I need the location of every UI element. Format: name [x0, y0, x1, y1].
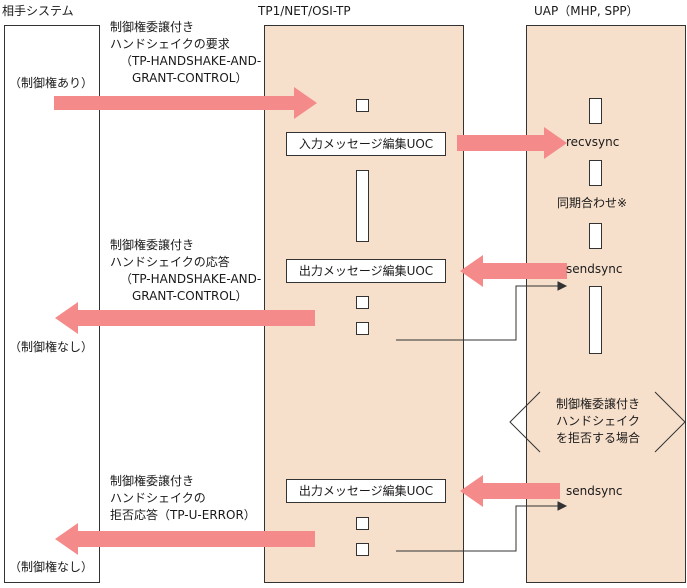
tp1-step-square-2: [356, 296, 369, 309]
partner-state-without-control-2: （制御権なし）: [9, 560, 94, 574]
sync-note-label: 同期合わせ※: [557, 196, 628, 210]
tp1-step-square-3: [356, 322, 369, 335]
tp1-wait-bar: [356, 170, 369, 242]
recvsync-label: recvsync: [566, 135, 620, 149]
tp1-step-square-4: [356, 517, 369, 530]
reject-case-line-1: 制御権委譲付き: [555, 397, 640, 411]
uap-activity-bar-1: [589, 98, 602, 124]
partner-state-without-control-1: （制御権なし）: [9, 340, 94, 354]
output-message-uoc-1: 出力メッセージ編集UOC: [286, 259, 446, 283]
sendsync-label-1: sendsync: [566, 262, 623, 276]
request-line-4: GRANT-CONTROL）: [132, 71, 248, 85]
recvsync-arrow: [457, 127, 567, 159]
reject-bracket-right: [654, 391, 686, 453]
tp1-step-square-5: [356, 543, 369, 556]
reject-bracket-left: [509, 391, 541, 453]
response-line-3: （TP-HANDSHAKE-AND-: [120, 272, 262, 286]
uap-activity-bar-4: [589, 286, 602, 354]
reject-case-line-2: ハンドシェイク: [556, 414, 640, 428]
response-line-2: ハンドシェイクの応答: [110, 255, 230, 269]
tp1-net-osi-tp-title: TP1/NET/OSI-TP: [258, 4, 351, 18]
sendsync-arrow-1: [460, 255, 567, 287]
response-line-1: 制御権委譲付き: [110, 238, 195, 252]
connector-2: [396, 505, 558, 552]
partner-system-lane: [4, 25, 100, 583]
tp1-step-square: [356, 99, 369, 112]
sendsync-arrow-2: [460, 475, 560, 507]
reject-line-3: 拒否応答（TP-U-ERROR）: [110, 508, 256, 522]
reject-case-line-3: を拒否する場合: [555, 431, 640, 445]
partner-state-with-control: （制御権あり）: [9, 76, 94, 90]
request-line-2: ハンドシェイクの要求: [110, 37, 230, 51]
reject-line-1: 制御権委譲付き: [110, 474, 195, 488]
connector-2-head: [557, 501, 568, 511]
request-arrow: [54, 87, 317, 119]
uap-activity-bar-3: [589, 223, 602, 249]
connector-1-head: [557, 281, 568, 291]
reject-line-2: ハンドシェイクの: [110, 491, 206, 505]
request-line-3: （TP-HANDSHAKE-AND-: [120, 54, 262, 68]
request-line-1: 制御権委譲付き: [110, 20, 195, 34]
uap-activity-bar-2: [589, 160, 602, 186]
input-message-uoc: 入力メッセージ編集UOC: [286, 132, 446, 156]
connector-1: [396, 285, 558, 341]
reject-arrow: [55, 523, 315, 555]
uap-title: UAP（MHP, SPP）: [534, 4, 639, 18]
response-line-4: GRANT-CONTROL）: [132, 289, 248, 303]
sendsync-label-2: sendsync: [566, 484, 623, 498]
output-message-uoc-2: 出力メッセージ編集UOC: [286, 479, 446, 503]
partner-system-title: 相手システム: [2, 4, 74, 18]
response-arrow: [55, 302, 315, 334]
